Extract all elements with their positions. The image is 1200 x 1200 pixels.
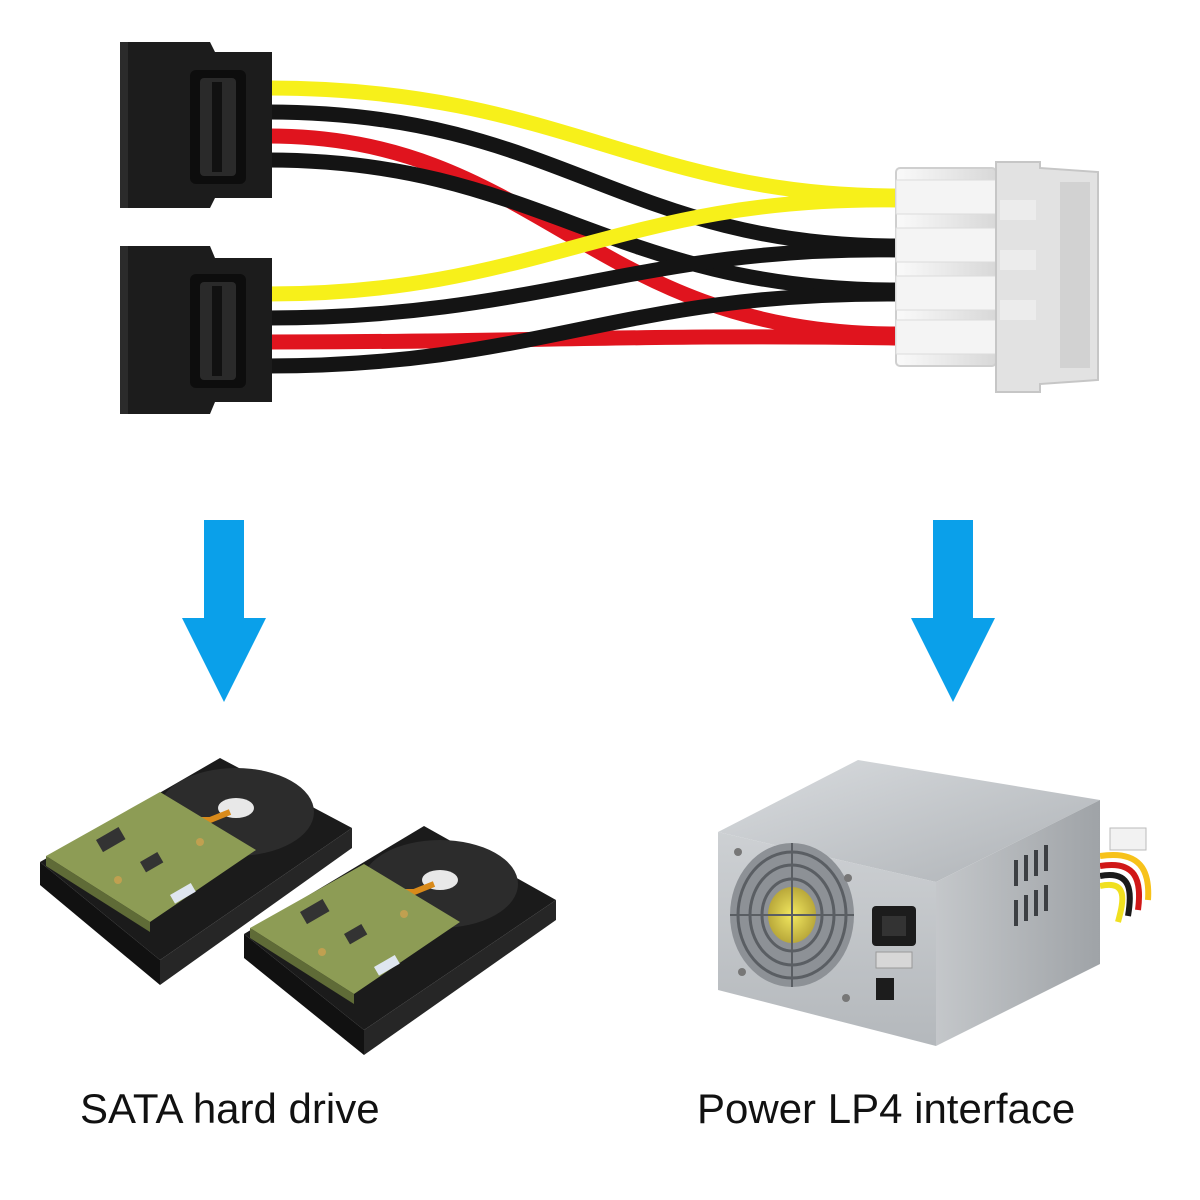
arrow-down-icon (911, 520, 995, 702)
power-supply-icon (718, 760, 1152, 1046)
wire-bundle-top (267, 80, 899, 342)
hard-drive-icon (40, 758, 352, 985)
sata-drive-caption: SATA hard drive (80, 1085, 380, 1132)
sata-connector-icon (120, 42, 272, 208)
sata-connector-icon (120, 246, 272, 414)
power-interface-caption: Power LP4 interface (697, 1085, 1076, 1132)
hard-drive-icon (244, 826, 556, 1055)
sata-splitter-cable (120, 42, 1099, 414)
arrow-down-icon (182, 520, 266, 702)
wire-bundle-bottom (267, 192, 899, 374)
molex-connector-icon (895, 161, 1099, 393)
